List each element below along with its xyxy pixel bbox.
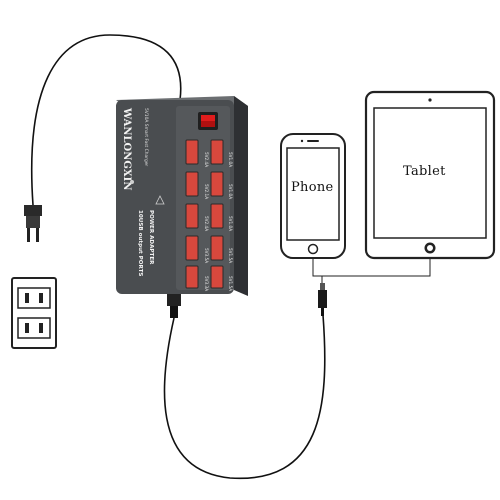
- port-label: 5V1.5A: [228, 276, 233, 291]
- charger-ports-line: 10USB output PORTS: [137, 210, 143, 276]
- warning-triangle-icon: [155, 195, 165, 205]
- usb-connector: [318, 283, 327, 316]
- phone-speaker: [307, 140, 319, 142]
- ac-plug: [24, 205, 42, 242]
- tablet-camera-icon: [428, 98, 432, 102]
- cable-splitter: [312, 256, 431, 283]
- usb-ports-right: [210, 139, 224, 289]
- phone-home-button-icon: [307, 243, 319, 255]
- port-label: 5V3.5A: [204, 248, 209, 263]
- charger-brand: WANLONGXIN: [121, 107, 132, 191]
- phone-camera-icon: [300, 139, 304, 143]
- ac-power-cable: [30, 34, 182, 206]
- usb-charger: 5V2.4A 5V2.1A 5V2.4A 5V3.5A 5V3.3A 5V1.0…: [116, 96, 248, 318]
- port-label: 5V1.5A: [228, 248, 233, 263]
- usb-port: [185, 171, 199, 197]
- port-label: 5V2.1A: [204, 184, 209, 199]
- usb-port: [185, 235, 199, 261]
- charger-subtitle: 5V10A Smart Fast Charger: [143, 108, 149, 166]
- tablet: [364, 90, 496, 260]
- usb-output-cable: [163, 314, 326, 480]
- port-label: 5V2.4A: [204, 216, 209, 231]
- port-label: 5V1.0A: [228, 216, 233, 231]
- usb-port: [210, 139, 224, 165]
- charger-adapter-line: POWER ADAPTER: [148, 210, 154, 265]
- phone-label: Phone: [291, 180, 334, 195]
- phone: [280, 133, 346, 259]
- tablet-label: Tablet: [403, 164, 446, 179]
- port-label: 5V3.3A: [204, 276, 209, 291]
- usb-port: [185, 139, 199, 165]
- port-label: 5V1.0A: [228, 152, 233, 167]
- usb-port: [210, 265, 224, 289]
- port-label: 5V2.4A: [204, 152, 209, 167]
- usb-port: [210, 203, 224, 229]
- usb-ports-left: [185, 139, 199, 289]
- indicator-dot-icon: [130, 180, 134, 184]
- usb-port: [210, 235, 224, 261]
- usb-port: [185, 265, 199, 289]
- usb-port: [210, 171, 224, 197]
- wall-outlet: [11, 277, 57, 349]
- port-label: 5V1.0A: [228, 184, 233, 199]
- usb-port: [185, 203, 199, 229]
